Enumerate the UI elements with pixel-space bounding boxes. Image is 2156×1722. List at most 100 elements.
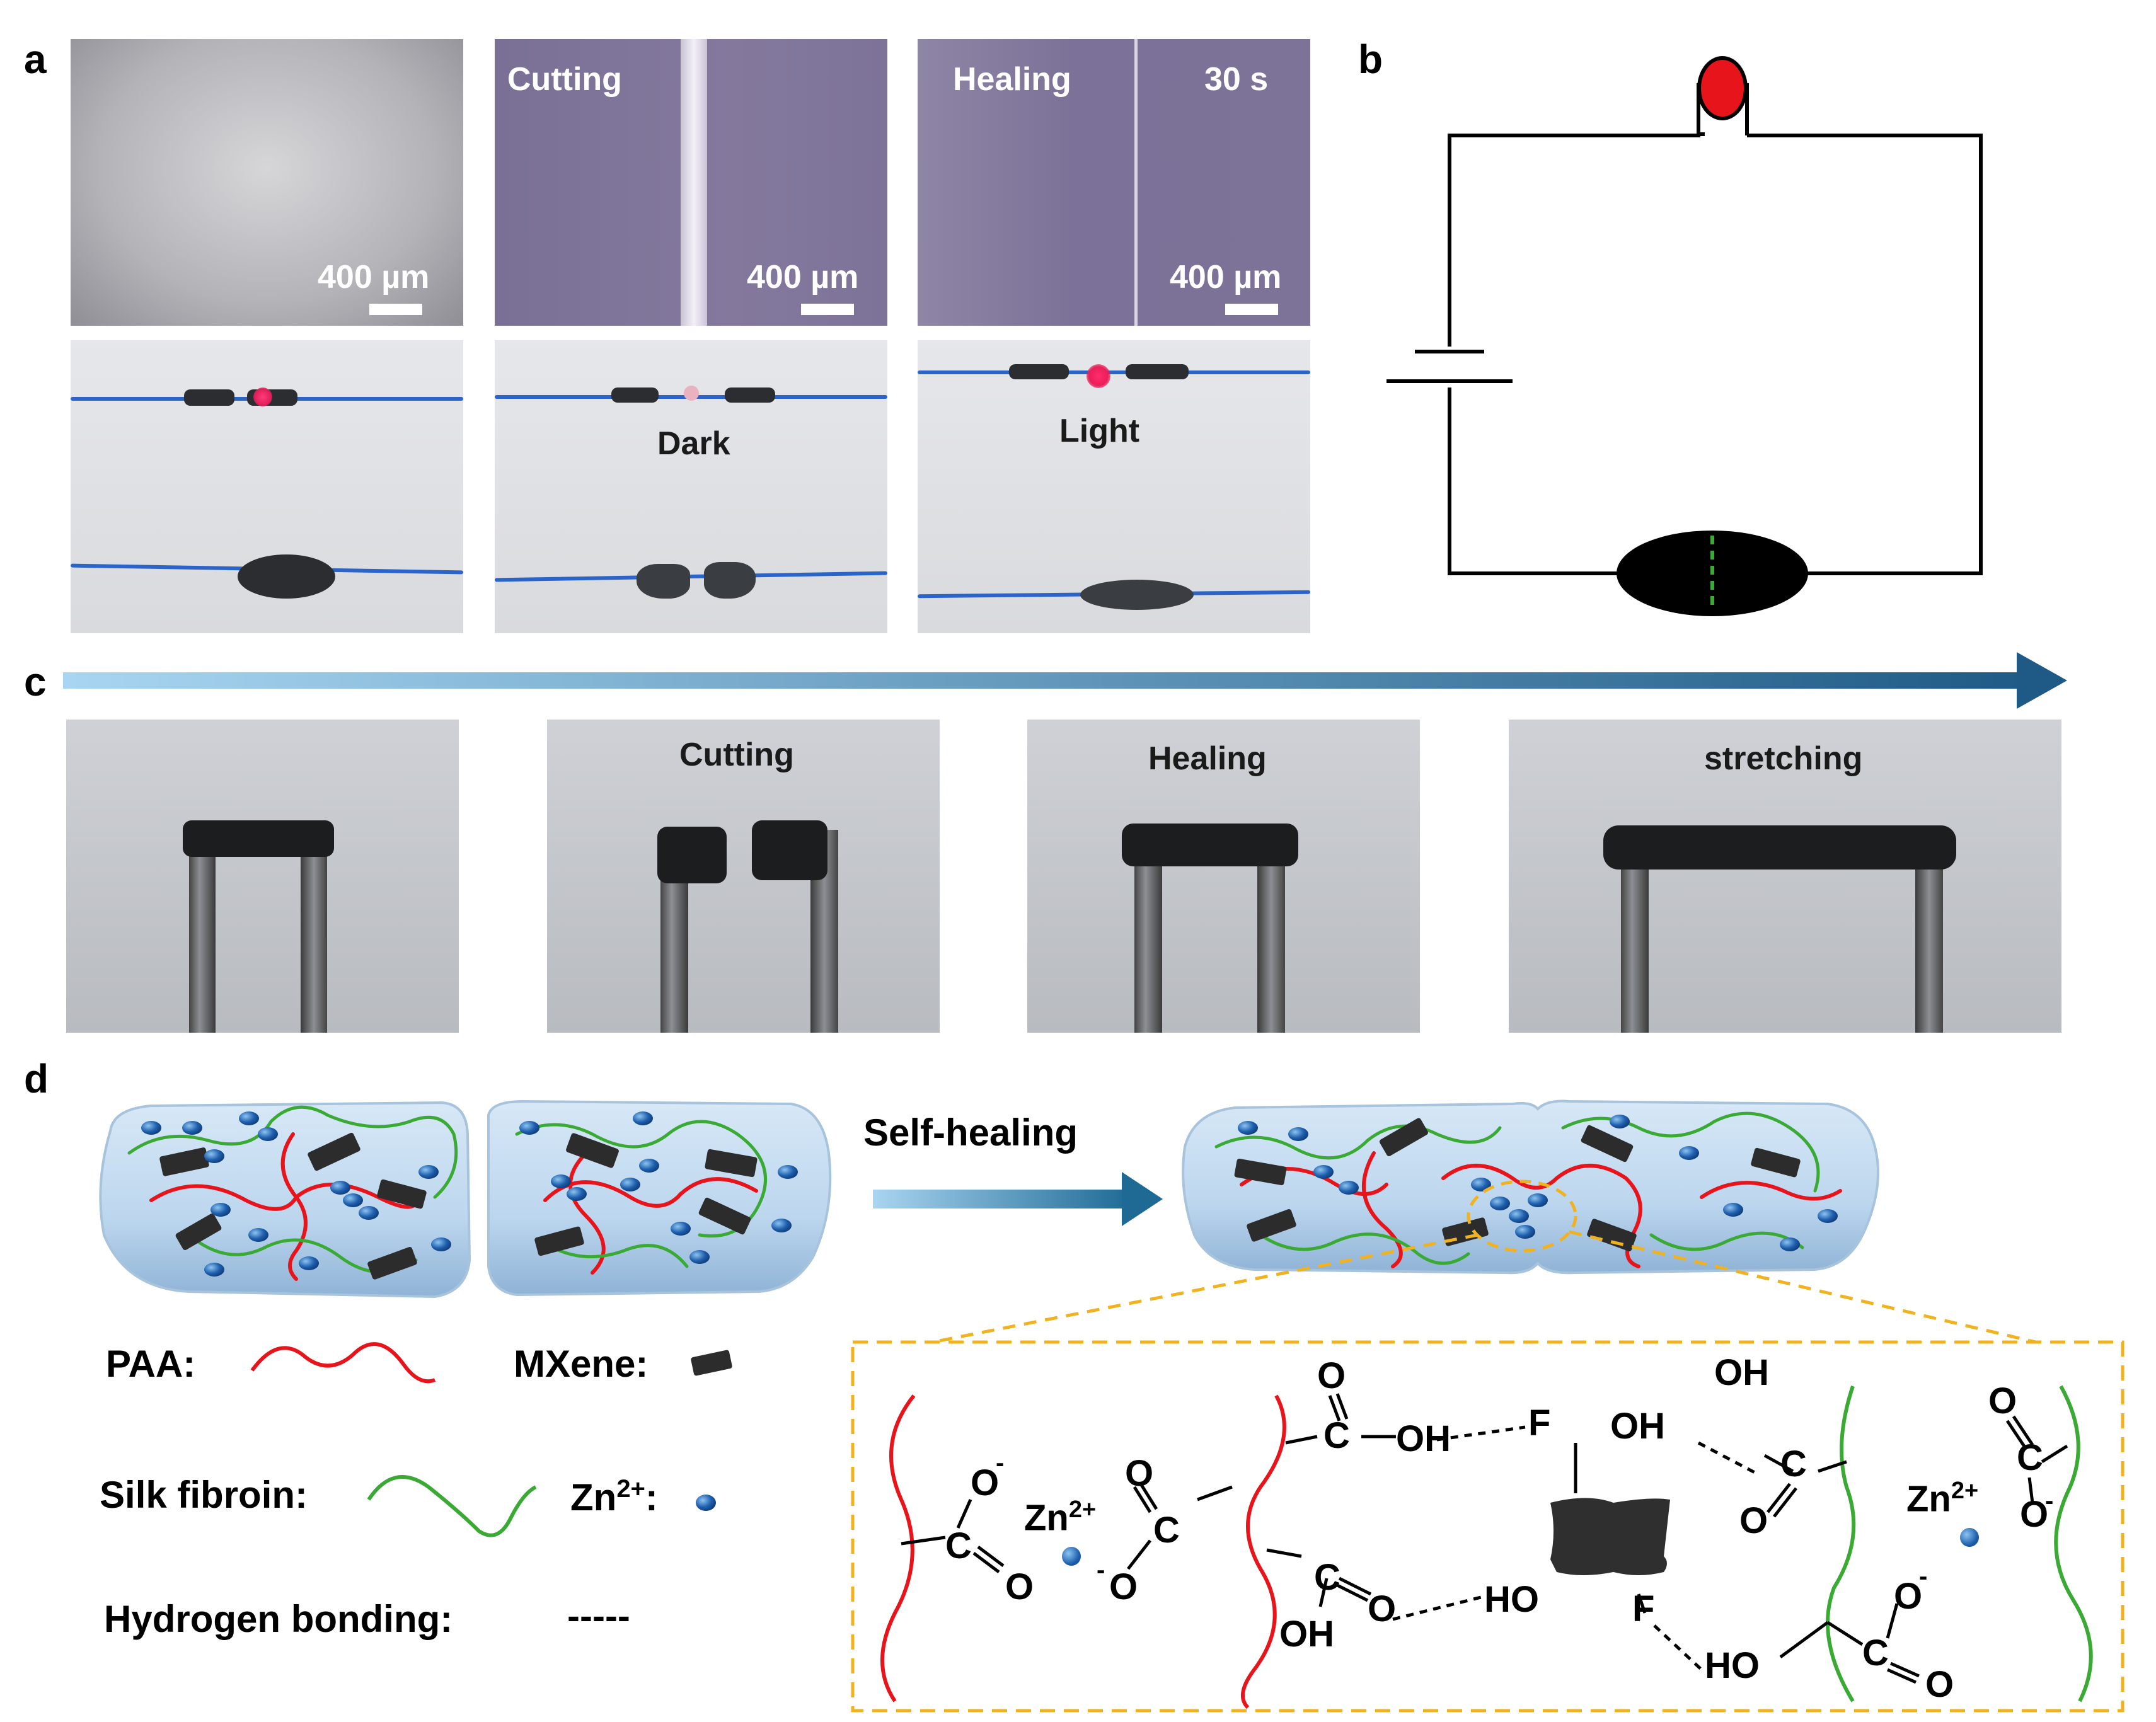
tweezer-left <box>189 833 216 1033</box>
stretch-photo-healing: Healing <box>1027 720 1420 1033</box>
atom-O: O <box>971 1462 1000 1503</box>
atom-O: O <box>1988 1380 2017 1421</box>
tweezer-left <box>1621 839 1649 1033</box>
mxene-sheets <box>159 1118 1801 1280</box>
hydrogel-strip <box>183 820 334 857</box>
paa-legend-line <box>250 1342 436 1384</box>
scale-bar-2 <box>801 304 854 315</box>
circuit-schematic <box>1386 56 1983 616</box>
circuit-wire <box>1448 387 1618 575</box>
connector-left <box>184 389 234 406</box>
stretch-photo-original <box>66 720 459 1033</box>
stretch-photo-stretching: stretching <box>1509 720 2061 1033</box>
micrograph-original: 400 µm <box>71 39 463 326</box>
zn-ions <box>141 1111 1838 1277</box>
hbond-1 <box>1436 1425 1526 1442</box>
atom-minus: - <box>1097 1556 1105 1584</box>
hydrogel-piece-right <box>704 562 756 599</box>
led-glow <box>1087 364 1110 388</box>
tweezer-right <box>1257 836 1285 1033</box>
zn-ion-label: Zn2+ <box>1906 1478 1978 1520</box>
hydrogel-piece-left <box>637 564 690 599</box>
connector-right <box>1126 364 1189 379</box>
circuit-wire <box>1747 134 1983 575</box>
zn-ion-sphere <box>1960 1528 1979 1547</box>
hydrogel-sample <box>238 554 335 599</box>
panel-label-a: a <box>24 37 47 82</box>
self-healing-schematic <box>99 1099 2124 1713</box>
atom-O: O <box>1894 1576 1923 1617</box>
atom-O: O <box>1925 1664 1954 1705</box>
atom-C: C <box>1862 1633 1889 1673</box>
zn-text: Zn <box>1024 1497 1069 1539</box>
zn-sup: 2+ <box>1068 1496 1097 1523</box>
hydrogel-healed <box>1080 580 1194 610</box>
atom-O: O <box>2020 1494 2049 1535</box>
tweezer-right <box>1915 839 1943 1033</box>
label-healing: Healing <box>1148 740 1267 777</box>
hbond-3 <box>1392 1595 1482 1621</box>
hydrogel-piece-right <box>752 820 827 880</box>
mxene-zoom-sheet <box>1550 1498 1670 1575</box>
wire-top <box>918 370 1310 374</box>
micro-label-cutting: Cutting <box>507 61 622 98</box>
self-healing-label: Self-healing <box>863 1111 1078 1154</box>
micrograph-cutting: Cutting 400 µm <box>495 39 887 326</box>
silk-legend-label: Silk fibroin: <box>100 1474 308 1516</box>
zn-sup: 2+ <box>616 1475 645 1503</box>
hydrogel-stretched <box>1603 825 1956 870</box>
atom-F: F <box>1528 1403 1551 1444</box>
atom-C: C <box>1314 1557 1340 1598</box>
self-healing-arrow <box>873 1172 1163 1226</box>
paa-legend-label: PAA: <box>106 1343 196 1385</box>
healed-seam <box>1134 39 1138 326</box>
panel-label-d: d <box>24 1056 49 1101</box>
mxene-legend-icon <box>691 1350 732 1376</box>
hbond-legend-label: Hydrogen bonding: <box>104 1598 453 1640</box>
atom-C: C <box>1153 1510 1180 1551</box>
hydrogel-piece-left <box>657 827 727 883</box>
atom-OH: OH <box>1714 1352 1769 1393</box>
circuit-photo-healing: Light <box>918 340 1310 633</box>
atom-C: C <box>945 1525 972 1566</box>
hbond-legend-symbol: ----- <box>567 1595 630 1637</box>
silk-chain-zoom-2 <box>2054 1385 2093 1702</box>
led-glow <box>253 387 272 406</box>
label-stretching: stretching <box>1704 740 1863 777</box>
mxene-legend-label: MXene: <box>514 1343 649 1385</box>
atom-O: O <box>1005 1566 1034 1607</box>
atom-minus: - <box>2045 1487 2054 1515</box>
zn-ion-label: Zn2+ <box>1024 1496 1096 1539</box>
zn-text: Zn <box>570 1476 617 1518</box>
zn-colon: : <box>645 1476 658 1518</box>
led-symbol <box>1697 56 1748 120</box>
atom-HO: HO <box>1705 1645 1760 1686</box>
connector-left <box>611 387 659 403</box>
atom-O: O <box>1125 1453 1154 1494</box>
connector-right <box>725 387 775 403</box>
atom-minus: - <box>1919 1563 1928 1590</box>
tweezer-left <box>1134 836 1162 1033</box>
atom-F: F <box>1632 1588 1655 1629</box>
atom-C: C <box>1780 1444 1807 1484</box>
zoom-box <box>851 1340 2124 1713</box>
cut-gap <box>681 39 707 326</box>
zn-legend-label: Zn2+: <box>570 1476 658 1517</box>
label-light: Light <box>1059 413 1140 449</box>
hbond-2 <box>1697 1441 1760 1476</box>
paa-chain-zoom-1 <box>880 1394 916 1702</box>
atom-HO: HO <box>1484 1579 1539 1620</box>
micrograph-healing: Healing 30 s 400 µm <box>918 39 1310 326</box>
atom-minus: - <box>996 1449 1005 1477</box>
atom-O: O <box>1739 1500 1768 1541</box>
label-dark: Dark <box>657 425 730 462</box>
scale-bar-1 <box>369 304 422 315</box>
micro-label-time: 30 s <box>1204 61 1269 98</box>
panel-label-c: c <box>24 659 47 704</box>
atom-OH: OH <box>1610 1406 1665 1447</box>
label-cutting: Cutting <box>679 737 794 773</box>
tweezer-right <box>301 833 327 1033</box>
atom-C: C <box>2017 1437 2043 1478</box>
silk-chain-zoom-1 <box>1826 1386 1856 1702</box>
